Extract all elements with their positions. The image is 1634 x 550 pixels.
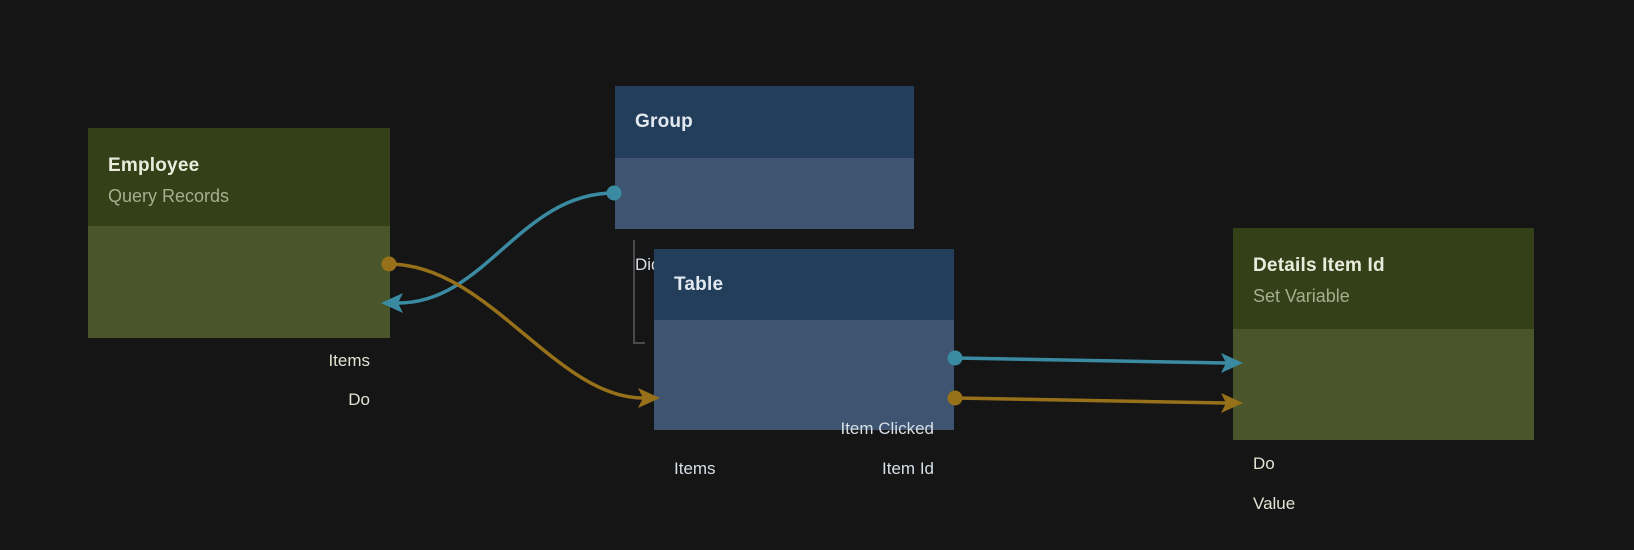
node-header[interactable]: Table [654,249,954,320]
port-details-value[interactable]: Value [1253,494,1296,513]
connection-did-mount-to-do[interactable] [397,191,615,305]
node-title: Employee [108,155,200,176]
node-details-item-id[interactable]: Details Item Id Set Variable Do Value [1233,228,1534,513]
node-body: Do Value [1233,329,1534,513]
connection-item-id-to-value[interactable] [954,396,1227,405]
node-title: Details Item Id [1253,255,1385,276]
port-table-item-id[interactable]: Item Id [882,459,934,478]
arrowhead-right-icon [1221,393,1243,413]
node-body: Item Clicked Item Id Items [654,320,954,478]
port-table-item-clicked[interactable]: Item Clicked [840,419,934,438]
node-subtitle: Query Records [108,186,230,206]
port-dot-item-clicked-icon[interactable] [947,350,963,366]
port-employee-do[interactable]: Do [348,390,370,409]
port-dot-item-id-icon[interactable] [947,390,963,406]
port-dot-did-mount-icon[interactable] [606,185,622,201]
node-body: Items Do [88,226,390,409]
arrowhead-left-icon [381,293,403,313]
arrowhead-right-icon [638,388,660,408]
connection-item-clicked-to-do[interactable] [954,356,1227,365]
node-table[interactable]: Table Item Clicked Item Id Items [654,249,954,478]
node-header[interactable]: Details Item Id Set Variable [1233,228,1534,329]
node-header[interactable]: Employee Query Records [88,128,390,226]
connection-items-to-items[interactable] [388,262,644,400]
arrowhead-right-icon [1221,353,1243,373]
node-subtitle: Set Variable [1253,286,1350,306]
port-details-do[interactable]: Do [1253,454,1275,473]
node-title: Group [635,111,693,132]
node-header[interactable]: Group [615,86,914,158]
node-employee[interactable]: Employee Query Records Items Do [88,128,390,409]
node-title: Table [674,273,724,295]
port-employee-items[interactable]: Items [328,351,370,370]
port-table-items[interactable]: Items [674,459,716,478]
hierarchy-connector-group-to-table[interactable] [633,240,645,344]
port-dot-items-icon[interactable] [381,256,397,272]
